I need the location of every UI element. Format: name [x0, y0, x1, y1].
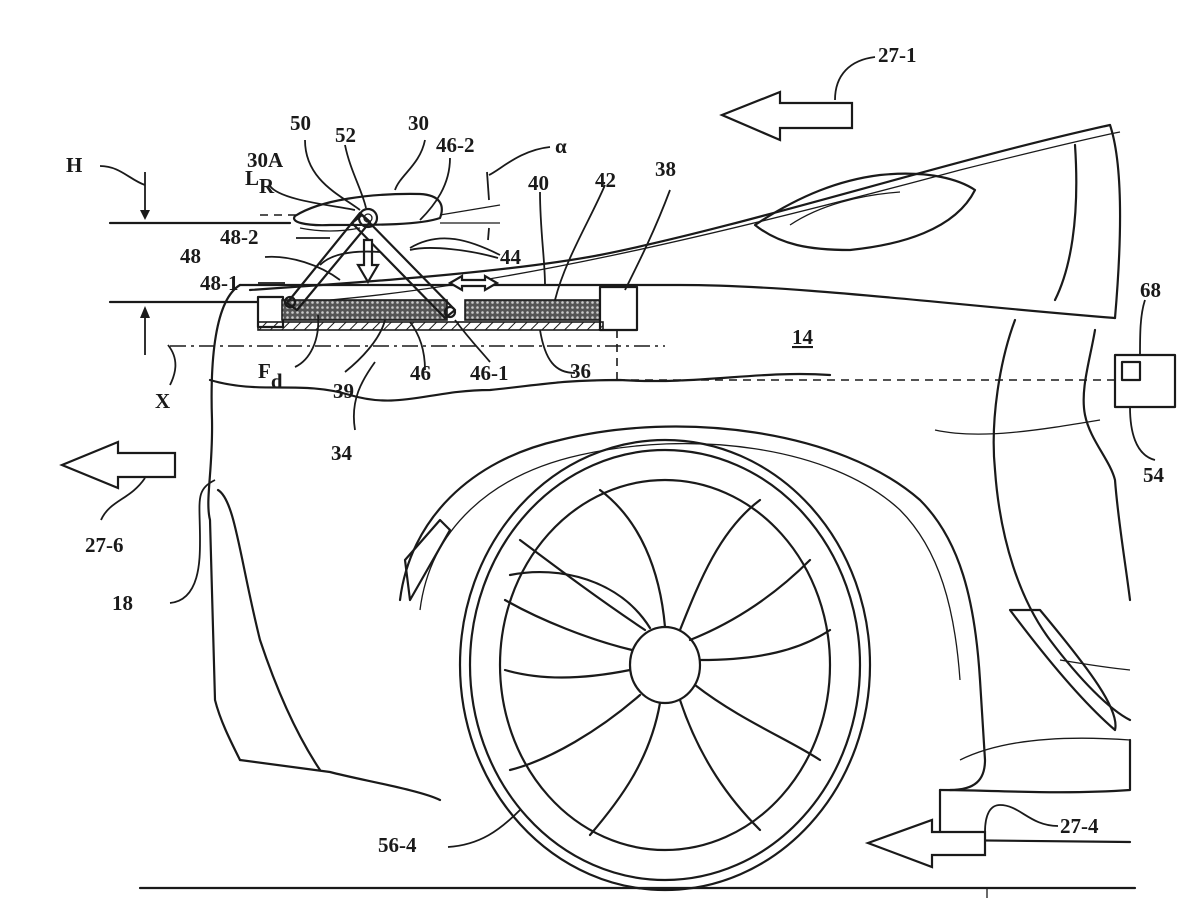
label-48: 48 — [180, 244, 201, 268]
label-18: 18 — [112, 591, 133, 615]
label-14: 14 — [792, 325, 814, 349]
wing-30 — [292, 192, 443, 227]
wheel — [458, 438, 872, 892]
label-56-4: 56-4 — [378, 833, 417, 857]
label-38: 38 — [655, 157, 676, 181]
label-27-1: 27-1 — [878, 43, 917, 67]
vehicle-body — [207, 123, 1132, 844]
label-50: 50 — [290, 111, 311, 135]
reference-labels: 27-1 H LR 30A 50 52 30 46-2 α 40 42 38 4… — [66, 43, 1165, 857]
label-30: 30 — [408, 111, 429, 135]
spring-42 — [281, 299, 448, 321]
airflow-arrow-front — [59, 440, 177, 490]
label-46-1: 46-1 — [470, 361, 509, 385]
label-Fd: Fd — [258, 359, 283, 393]
airflow-arrow-bottom — [864, 818, 987, 869]
leader-lines — [99, 56, 1156, 848]
hub-52 — [357, 207, 379, 229]
label-52: 52 — [335, 123, 356, 147]
wheel-spokes — [503, 488, 832, 837]
aero-assembly — [108, 171, 1115, 381]
label-40: 40 — [528, 171, 549, 195]
label-alpha: α — [555, 134, 567, 158]
label-39: 39 — [333, 379, 354, 403]
airflow-arrow-top — [719, 90, 854, 142]
label-54: 54 — [1143, 463, 1165, 487]
label-68: 68 — [1140, 278, 1161, 302]
label-48-1: 48-1 — [200, 271, 239, 295]
rail-36 — [257, 321, 604, 331]
label-34: 34 — [331, 441, 353, 465]
label-46-2: 46-2 — [436, 133, 475, 157]
actuator-38 — [598, 285, 639, 332]
label-LR: LR — [245, 166, 275, 198]
label-H: H — [66, 153, 82, 177]
sensor-68 — [1120, 360, 1142, 382]
label-48-2: 48-2 — [220, 225, 259, 249]
controller-54 — [1113, 353, 1177, 409]
label-X: X — [155, 389, 170, 413]
label-42: 42 — [595, 168, 616, 192]
label-46: 46 — [410, 361, 431, 385]
label-30A: 30A — [247, 148, 284, 172]
label-36: 36 — [570, 359, 591, 383]
label-27-4: 27-4 — [1060, 814, 1099, 838]
label-44: 44 — [500, 245, 522, 269]
label-27-6: 27-6 — [85, 533, 124, 557]
